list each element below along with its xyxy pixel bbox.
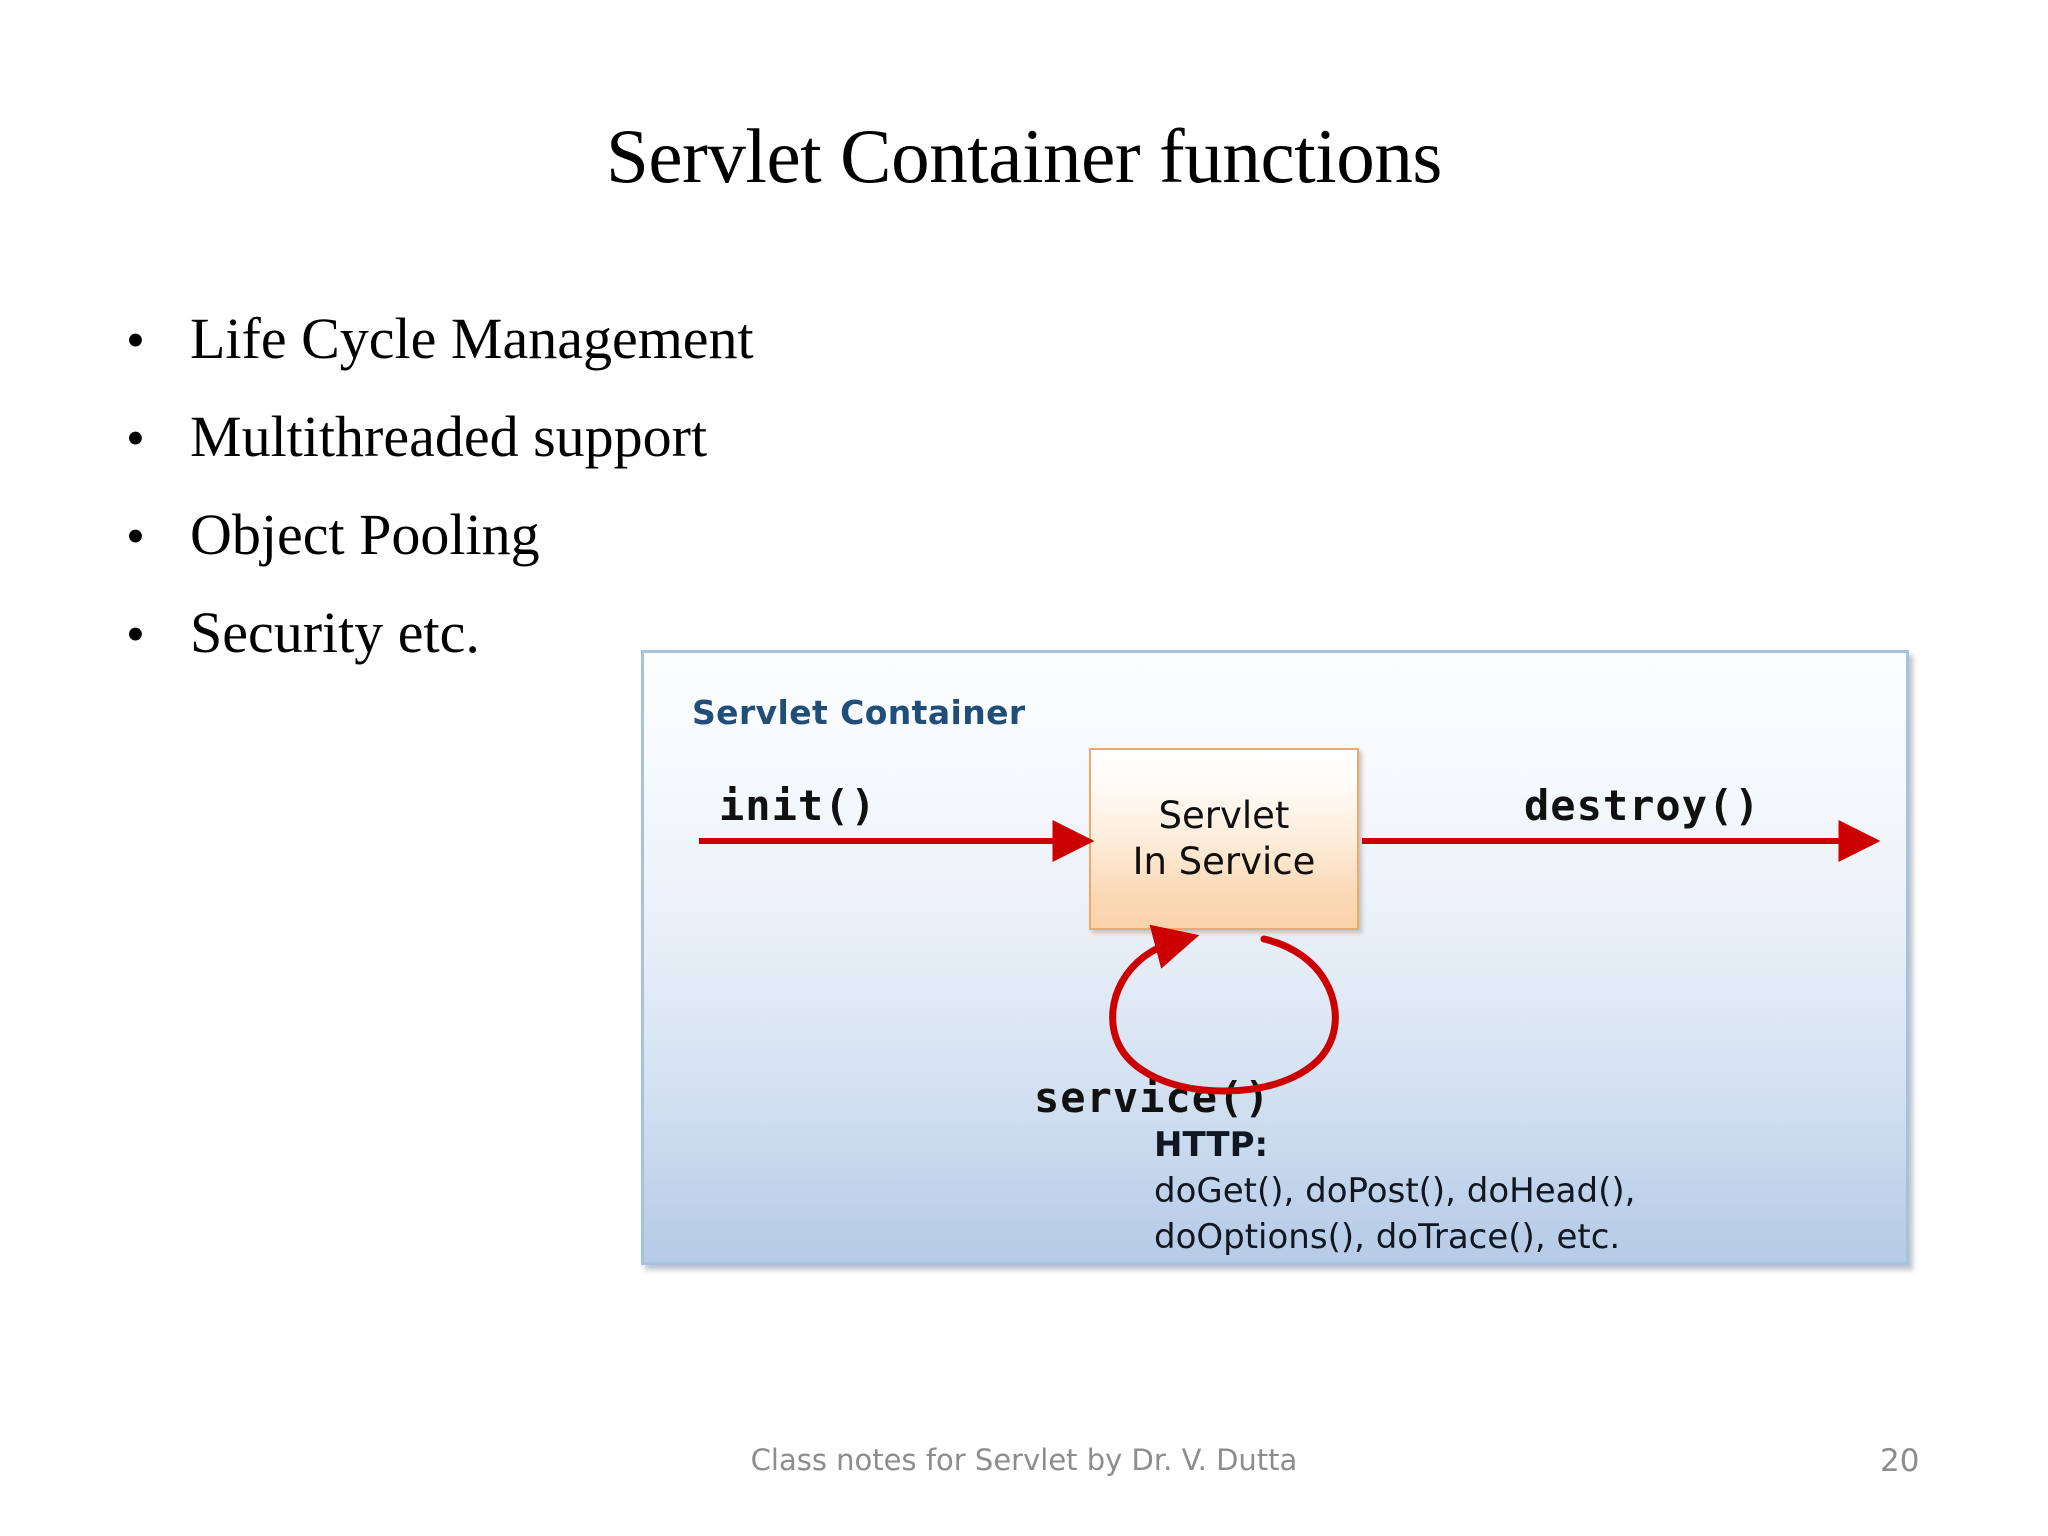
diagram-caption: Servlet Container xyxy=(692,693,1026,732)
list-item: • Multithreaded support xyxy=(118,408,1218,506)
bullet-label: Life Cycle Management xyxy=(190,306,754,371)
init-method-label: init() xyxy=(719,781,877,830)
slide-title: Servlet Container functions xyxy=(605,113,1442,199)
bullet-point-icon: • xyxy=(126,310,145,370)
bullet-point-icon: • xyxy=(126,604,145,664)
bullet-list: • Life Cycle Management • Multithreaded … xyxy=(118,310,1218,702)
bullet-label: Security etc. xyxy=(190,600,480,665)
footer-attribution: Class notes for Servlet by Dr. V. Dutta xyxy=(750,1443,1298,1477)
http-heading: HTTP: xyxy=(1154,1125,1269,1165)
http-methods-block: HTTP: doGet(), doPost(), doHead(), doOpt… xyxy=(1154,1123,1635,1261)
http-methods-line-2: doOptions(), doTrace(), etc. xyxy=(1154,1216,1621,1257)
list-item: • Life Cycle Management xyxy=(118,310,1218,408)
servlet-in-service-box: Servlet In Service xyxy=(1089,748,1359,930)
servlet-box-line-2: In Service xyxy=(1132,840,1316,883)
servlet-lifecycle-diagram: Servlet Container init() destroy() Servl… xyxy=(641,650,1909,1265)
bullet-point-icon: • xyxy=(126,506,145,566)
destroy-method-label: destroy() xyxy=(1524,781,1761,830)
list-item: • Object Pooling xyxy=(118,506,1218,604)
servlet-box-line-1: Servlet xyxy=(1158,793,1290,837)
slide-page-number: 20 xyxy=(1880,1443,1920,1479)
bullet-label: Object Pooling xyxy=(190,502,540,567)
bullet-label: Multithreaded support xyxy=(190,404,708,469)
http-methods-line-1: doGet(), doPost(), doHead(), xyxy=(1154,1170,1636,1211)
service-method-label: service() xyxy=(1034,1073,1271,1122)
list-item: • Security etc. xyxy=(118,604,1218,702)
bullet-point-icon: • xyxy=(126,408,145,468)
service-loop-arrow xyxy=(1109,924,1339,1095)
